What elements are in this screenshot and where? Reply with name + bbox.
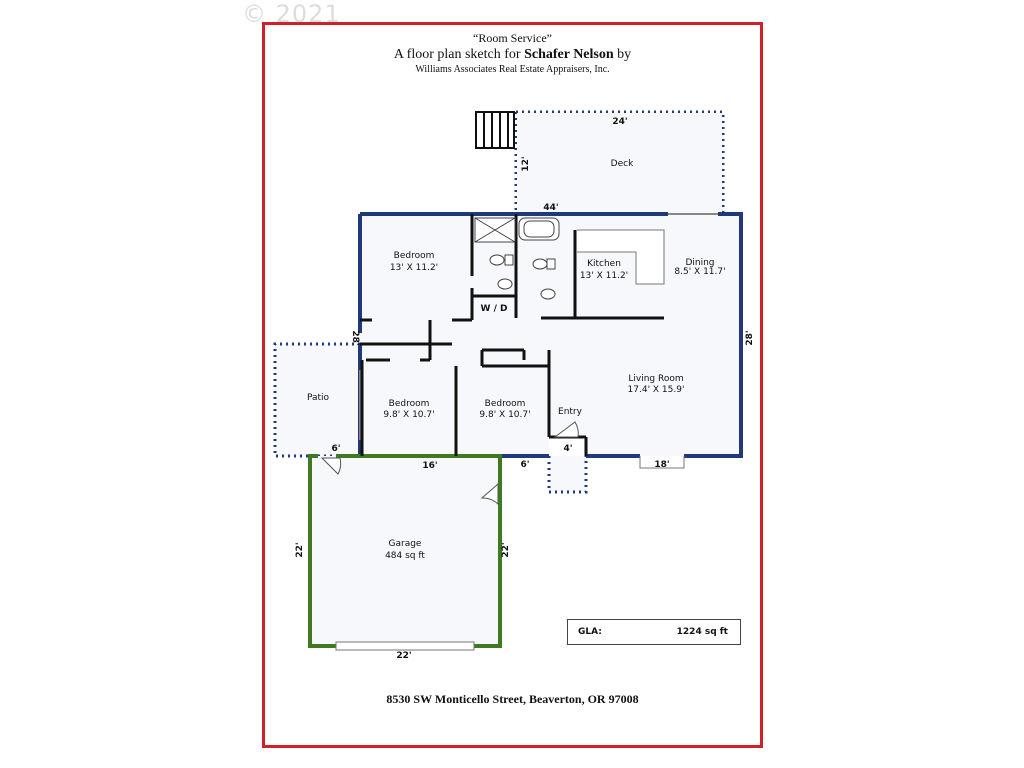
dimension-labels: 24' 12' 44' 28' 28' 6' 16' 6' 4' 18' 22'…	[295, 117, 755, 661]
wd-label: W / D	[481, 304, 508, 314]
interior-walls	[360, 214, 664, 456]
dim-house-width: 44'	[543, 203, 558, 213]
dim-front-6: 6'	[520, 460, 529, 470]
deck-fill	[517, 113, 722, 213]
bedroom1-name: Bedroom	[394, 251, 435, 261]
fireplace	[639, 456, 685, 469]
bedroom3-size: 9.8' X 10.7'	[479, 410, 530, 420]
dim-front-16: 16'	[422, 461, 437, 471]
property-address: 8530 SW Monticello Street, Beaverton, OR…	[386, 692, 639, 706]
dim-patio-6: 6'	[331, 444, 340, 454]
entry-porch-outline	[547, 456, 588, 494]
garage-side-door	[320, 457, 342, 475]
stairs	[475, 111, 515, 149]
living-name: Living Room	[628, 374, 683, 384]
dim-fireplace-18: 18'	[654, 460, 669, 470]
toilet-2	[532, 258, 548, 270]
dim-deck-depth: 12'	[521, 156, 531, 171]
garage-size: 484 sq ft	[385, 551, 425, 561]
sketch-title: “Room Service”	[473, 31, 552, 45]
entry-door	[553, 421, 579, 438]
door-swings	[320, 421, 579, 506]
deck-label: Deck	[611, 159, 634, 169]
garage-name: Garage	[389, 539, 422, 549]
living-size: 17.4' X 15.9'	[628, 385, 685, 395]
client-name: Schafer Nelson	[524, 47, 614, 62]
gla-label: GLA:	[578, 627, 602, 637]
dining-name: Dining	[685, 258, 714, 268]
dim-house-depth-right: 28'	[745, 330, 755, 345]
toilet-1	[489, 254, 505, 266]
dim-deck-width: 24'	[612, 117, 627, 127]
dim-garage-bottom: 22'	[396, 651, 411, 661]
sketch-subtitle: A floor plan sketch for Schafer Nelson b…	[262, 47, 763, 63]
dim-entry-4: 4'	[563, 444, 572, 454]
kitchen-counter	[577, 229, 665, 285]
sink-2	[540, 288, 556, 300]
bath-fixtures	[474, 217, 560, 300]
entry-porch-fill	[549, 456, 586, 492]
kitchen-size: 13' X 11.2'	[580, 271, 628, 281]
dining-size: 8.5' X 11.7'	[674, 267, 725, 277]
bedroom2-name: Bedroom	[389, 399, 430, 409]
dim-garage-right: 22'	[501, 542, 511, 557]
patio-label: Patio	[307, 393, 330, 403]
garage-house-door	[480, 482, 499, 506]
subtitle-prefix: A floor plan sketch for	[393, 47, 525, 62]
gla-value: 1224 sq ft	[676, 627, 728, 637]
patio-outline	[273, 342, 360, 458]
company-name: Williams Associates Real Estate Appraise…	[415, 64, 610, 75]
kitchen-name: Kitchen	[587, 259, 621, 269]
garage-door	[335, 641, 475, 651]
bedroom3-name: Bedroom	[485, 399, 526, 409]
patio-fill	[275, 344, 360, 456]
bedroom1-size: 13' X 11.2'	[390, 263, 438, 273]
sink-1	[497, 278, 513, 290]
subtitle-suffix: by	[613, 47, 632, 62]
bedroom2-size: 9.8' X 10.7'	[383, 410, 434, 420]
room-labels: Deck Bedroom 13' X 11.2' Kitchen 13' X 1…	[307, 159, 726, 561]
entry-label: Entry	[558, 407, 583, 417]
garage-fill	[310, 456, 500, 646]
dim-garage-left: 22'	[295, 542, 305, 557]
garage-walls	[308, 454, 502, 648]
dim-house-depth-left: 28'	[350, 330, 360, 345]
gla-box: GLA: 1224 sq ft	[567, 619, 741, 645]
